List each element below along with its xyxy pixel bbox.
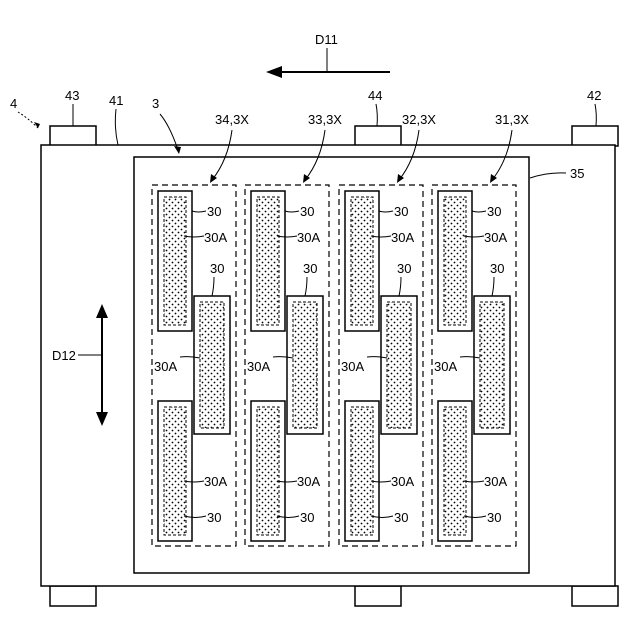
cell-middle (474, 296, 510, 434)
ref-4: 4 (10, 96, 40, 128)
group-label: 33,3X (308, 112, 342, 127)
label-top-30a: 30A (484, 230, 507, 245)
svg-text:44: 44 (368, 88, 382, 103)
group-label: 34,3X (215, 112, 249, 127)
label-mid-30: 30 (303, 261, 317, 276)
group-label: 31,3X (495, 112, 529, 127)
label-bot-30a: 30A (484, 474, 507, 489)
label-bot-30: 30 (207, 510, 221, 525)
cell-top (438, 191, 472, 331)
label-mid-30: 30 (210, 261, 224, 276)
terminal-43 (50, 126, 96, 146)
label-mid-30a: 30A (154, 359, 177, 374)
label-top-30a: 30A (391, 230, 414, 245)
ref-44: 44 (368, 88, 382, 126)
svg-text:43: 43 (65, 88, 79, 103)
svg-text:3: 3 (152, 96, 159, 111)
ref-42: 42 (587, 88, 601, 126)
label-bot-30: 30 (394, 510, 408, 525)
svg-text:42: 42 (587, 88, 601, 103)
label-bot-30: 30 (487, 510, 501, 525)
label-mid-30a: 30A (247, 359, 270, 374)
terminal-44 (355, 126, 401, 146)
label-bot-30a: 30A (391, 474, 414, 489)
cell-top (251, 191, 285, 331)
cell-top (158, 191, 192, 331)
cell-middle (287, 296, 323, 434)
cell-bottom (251, 401, 285, 541)
ref-41: 41 (109, 93, 123, 145)
svg-text:4: 4 (10, 96, 17, 111)
direction-d11: D11 (266, 32, 390, 78)
label-mid-30: 30 (397, 261, 411, 276)
cell-bottom (438, 401, 472, 541)
ref-43: 43 (65, 88, 79, 126)
label-mid-30a: 30A (434, 359, 457, 374)
terminal-bottom-left (50, 586, 96, 606)
cell-middle (194, 296, 230, 434)
label-d12: D12 (52, 348, 76, 363)
label-top-30: 30 (300, 204, 314, 219)
label-mid-30: 30 (490, 261, 504, 276)
label-top-30: 30 (487, 204, 501, 219)
label-top-30a: 30A (297, 230, 320, 245)
label-top-30a: 30A (204, 230, 227, 245)
svg-text:35: 35 (570, 166, 584, 181)
label-bot-30a: 30A (204, 474, 227, 489)
terminal-42 (572, 126, 618, 146)
label-d11: D11 (315, 32, 338, 47)
cell-bottom (345, 401, 379, 541)
label-top-30: 30 (207, 204, 221, 219)
cell-bottom (158, 401, 192, 541)
label-mid-30a: 30A (341, 359, 364, 374)
terminal-bottom-middle (355, 586, 401, 606)
label-bot-30: 30 (300, 510, 314, 525)
svg-text:41: 41 (109, 93, 123, 108)
terminal-bottom-right (572, 586, 618, 606)
label-top-30: 30 (394, 204, 408, 219)
cell-middle (381, 296, 417, 434)
cell-top (345, 191, 379, 331)
group-label: 32,3X (402, 112, 436, 127)
label-bot-30a: 30A (297, 474, 320, 489)
